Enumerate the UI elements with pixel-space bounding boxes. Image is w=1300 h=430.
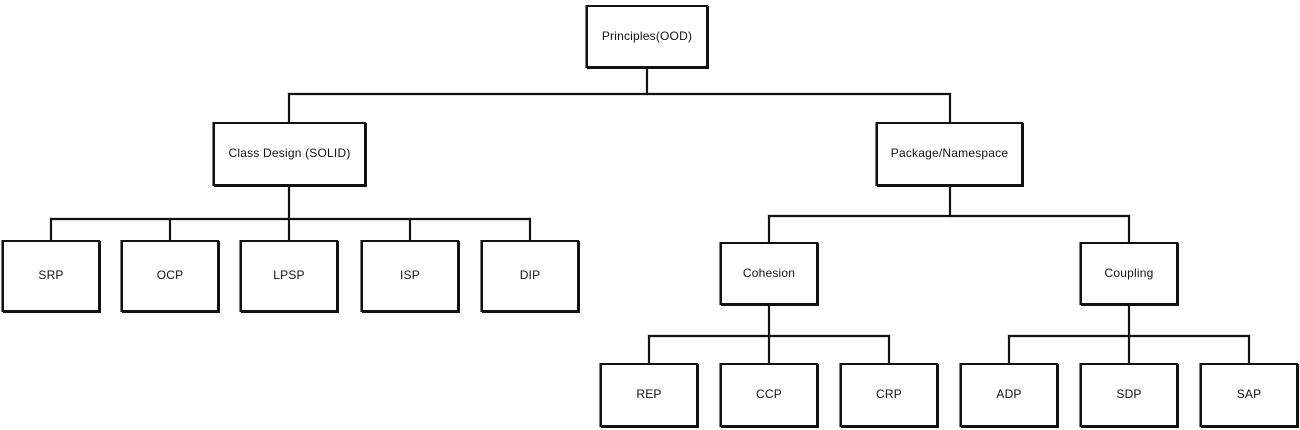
- node-label: DIP: [519, 268, 541, 283]
- node-srp[interactable]: SRP: [2, 240, 100, 312]
- node-label: Coupling: [1104, 265, 1154, 280]
- node-dip[interactable]: DIP: [481, 240, 579, 312]
- node-sap[interactable]: SAP: [1200, 363, 1298, 427]
- node-rep[interactable]: REP: [600, 363, 698, 427]
- node-crp[interactable]: CRP: [840, 363, 938, 427]
- node-coupling[interactable]: Coupling: [1080, 242, 1178, 305]
- node-cohesion[interactable]: Cohesion: [720, 242, 818, 305]
- node-class-design-solid[interactable]: Class Design (SOLID): [213, 122, 366, 186]
- node-label: CRP: [876, 387, 902, 402]
- node-label: ADP: [996, 387, 1022, 402]
- node-label: SDP: [1116, 387, 1142, 402]
- node-principles-ood[interactable]: Principles(OOD): [586, 5, 708, 68]
- node-label: SAP: [1236, 387, 1262, 402]
- node-ccp[interactable]: CCP: [720, 363, 818, 427]
- node-sdp[interactable]: SDP: [1080, 363, 1178, 427]
- node-label: SRP: [38, 268, 64, 283]
- node-label: REP: [636, 387, 662, 402]
- node-label: Package/Namespace: [890, 146, 1009, 161]
- node-label: Class Design (SOLID): [228, 146, 351, 161]
- node-label: ISP: [400, 268, 420, 283]
- node-adp[interactable]: ADP: [960, 363, 1058, 427]
- node-label: Cohesion: [742, 265, 796, 280]
- node-ocp[interactable]: OCP: [121, 240, 219, 312]
- node-label: OCP: [156, 268, 184, 283]
- node-isp[interactable]: ISP: [361, 240, 459, 312]
- node-lpsp[interactable]: LPSP: [240, 240, 338, 312]
- node-label: Principles(OOD): [601, 28, 693, 43]
- node-label: LPSP: [273, 268, 305, 283]
- node-package-namespace[interactable]: Package/Namespace: [876, 122, 1023, 186]
- node-label: CCP: [756, 387, 782, 402]
